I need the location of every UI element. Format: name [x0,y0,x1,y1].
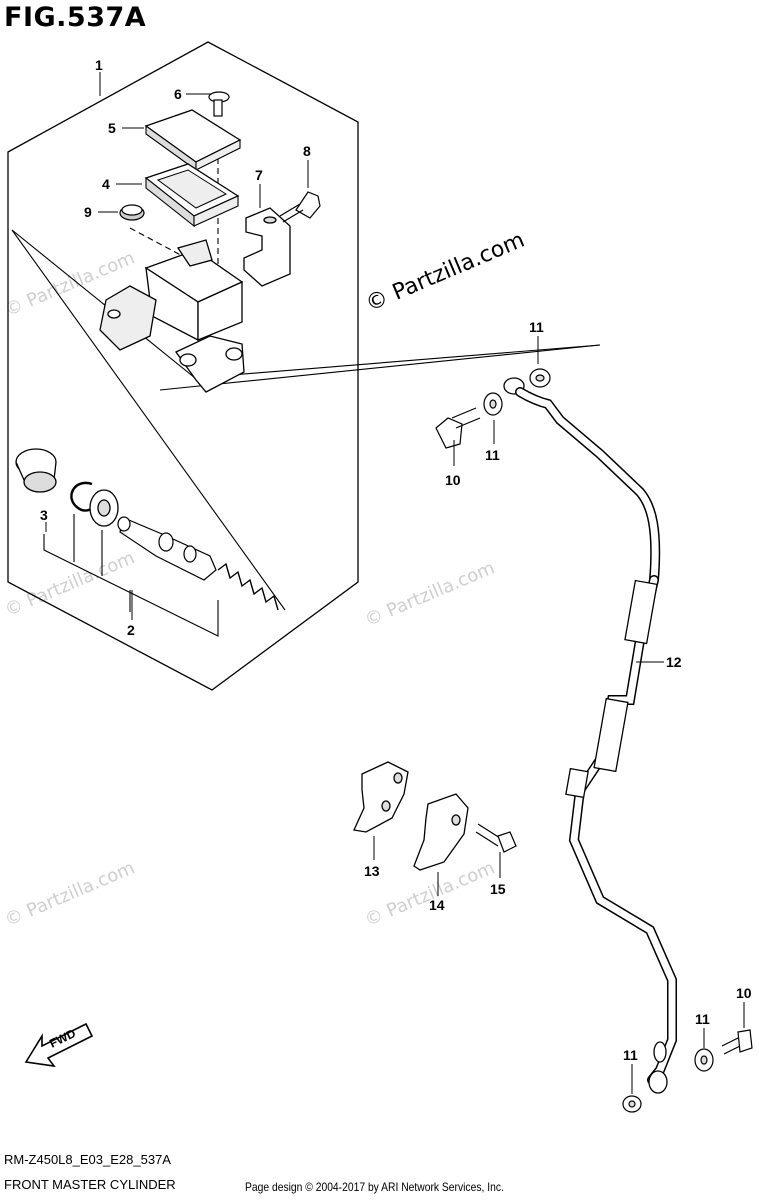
figure-title: FIG.537A [4,2,147,33]
callout-13: 13 [364,863,380,879]
callout-9: 9 [84,204,92,220]
callout-10-top: 10 [445,472,461,488]
part-12-brake-hose [503,377,677,1094]
part-3-boot [15,448,57,493]
part-15-bolt [475,823,517,853]
part-10-banjo-bolt-bottom [721,1029,753,1055]
callout-6: 6 [174,86,182,102]
part-8-bolt [279,191,321,223]
part-11-washer-bottom-left [622,1095,642,1113]
callout-7: 7 [255,167,263,183]
part-11-washer-bottom-right [694,1048,714,1072]
part-washer [89,489,119,527]
part-spring [217,562,279,611]
part-11-washer-top-left [483,392,503,416]
page-credit: Page design © 2004-2017 by ARI Network S… [245,1180,504,1194]
callout-5: 5 [108,120,116,136]
callout-leaders [45,72,745,1094]
part-piston [117,516,217,581]
callout-14: 14 [429,897,445,913]
callout-10-bottom: 10 [736,985,752,1001]
callout-1: 1 [95,57,103,73]
part-13-hose-clamp [353,761,409,833]
diagram-caption: FRONT MASTER CYLINDER [4,1177,176,1192]
callout-11-bottom-right: 11 [695,1011,710,1027]
callout-3: 3 [40,507,48,523]
callout-12: 12 [666,654,682,670]
callout-15: 15 [490,881,506,897]
callout-2: 2 [127,622,135,638]
part-10-banjo-bolt-top [435,407,481,449]
master-cylinder-body [99,239,245,393]
part-11-washer-top-right [529,368,551,388]
callout-8: 8 [303,143,311,159]
part-6-screw [208,91,230,117]
callout-4: 4 [102,176,110,192]
diagram-code: RM-Z450L8_E03_E28_537A [4,1152,171,1167]
part-14-hose-clamp [413,793,469,871]
callout-11-bottom-left: 11 [623,1047,638,1063]
part-7-clamp [243,207,291,287]
callout-11-top: 11 [529,319,544,335]
assembly-outline [7,41,359,691]
part-2-bracket [43,514,219,637]
part-9-sight-glass [119,204,145,221]
callout-11-mid: 11 [485,447,500,463]
fwd-arrow: FWD [24,1022,94,1068]
